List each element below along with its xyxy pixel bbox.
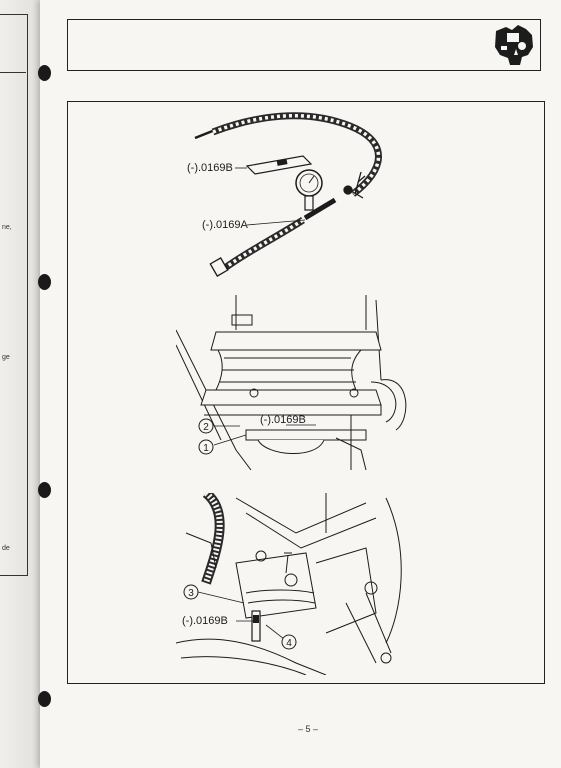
binder-hole: [38, 65, 51, 81]
callout-1: 1: [198, 439, 214, 455]
figure-engine-mount-tool: (-).0169B 2 1: [176, 295, 407, 470]
label-pressure-gauge-ref: (-).0169A: [202, 219, 249, 231]
figure-pressure-gauge-tool: (-).0169B (-).0169A: [187, 112, 382, 277]
callout-4: 4: [281, 634, 297, 650]
label-tool-ref: (-).0169B: [260, 414, 306, 426]
svg-text:3: 3: [188, 588, 194, 599]
previous-page-fragment: de: [2, 545, 10, 552]
svg-text:2: 2: [203, 422, 209, 433]
figure-engine-bay-tool: 3 (-).0169B 4: [176, 493, 402, 675]
previous-page-edge: ne, ge de: [0, 0, 40, 768]
previous-page-fragment: ne,: [2, 224, 12, 231]
binder-hole: [38, 482, 51, 498]
page-number: – 5 –: [297, 724, 319, 734]
callout-3: 3: [183, 584, 199, 600]
label-pressure-plate-ref: (-).0169B: [187, 162, 233, 174]
illustration-frame: [67, 101, 545, 684]
tool-plate: [251, 610, 261, 642]
header-frame: [67, 19, 541, 71]
previous-page-frame: [0, 14, 28, 576]
pressure-plate: [245, 155, 313, 175]
engine-section-icon: [495, 25, 533, 65]
document-page: [40, 0, 561, 768]
svg-text:4: 4: [286, 638, 292, 649]
binder-hole: [38, 274, 51, 290]
previous-page-rule: [0, 72, 26, 73]
pressure-gauge: [295, 169, 323, 211]
callout-2: 2: [198, 418, 214, 434]
label-tool-ref: (-).0169B: [182, 615, 228, 627]
previous-page-fragment: ge: [2, 354, 10, 361]
svg-text:1: 1: [203, 443, 209, 454]
binder-hole: [38, 691, 51, 707]
